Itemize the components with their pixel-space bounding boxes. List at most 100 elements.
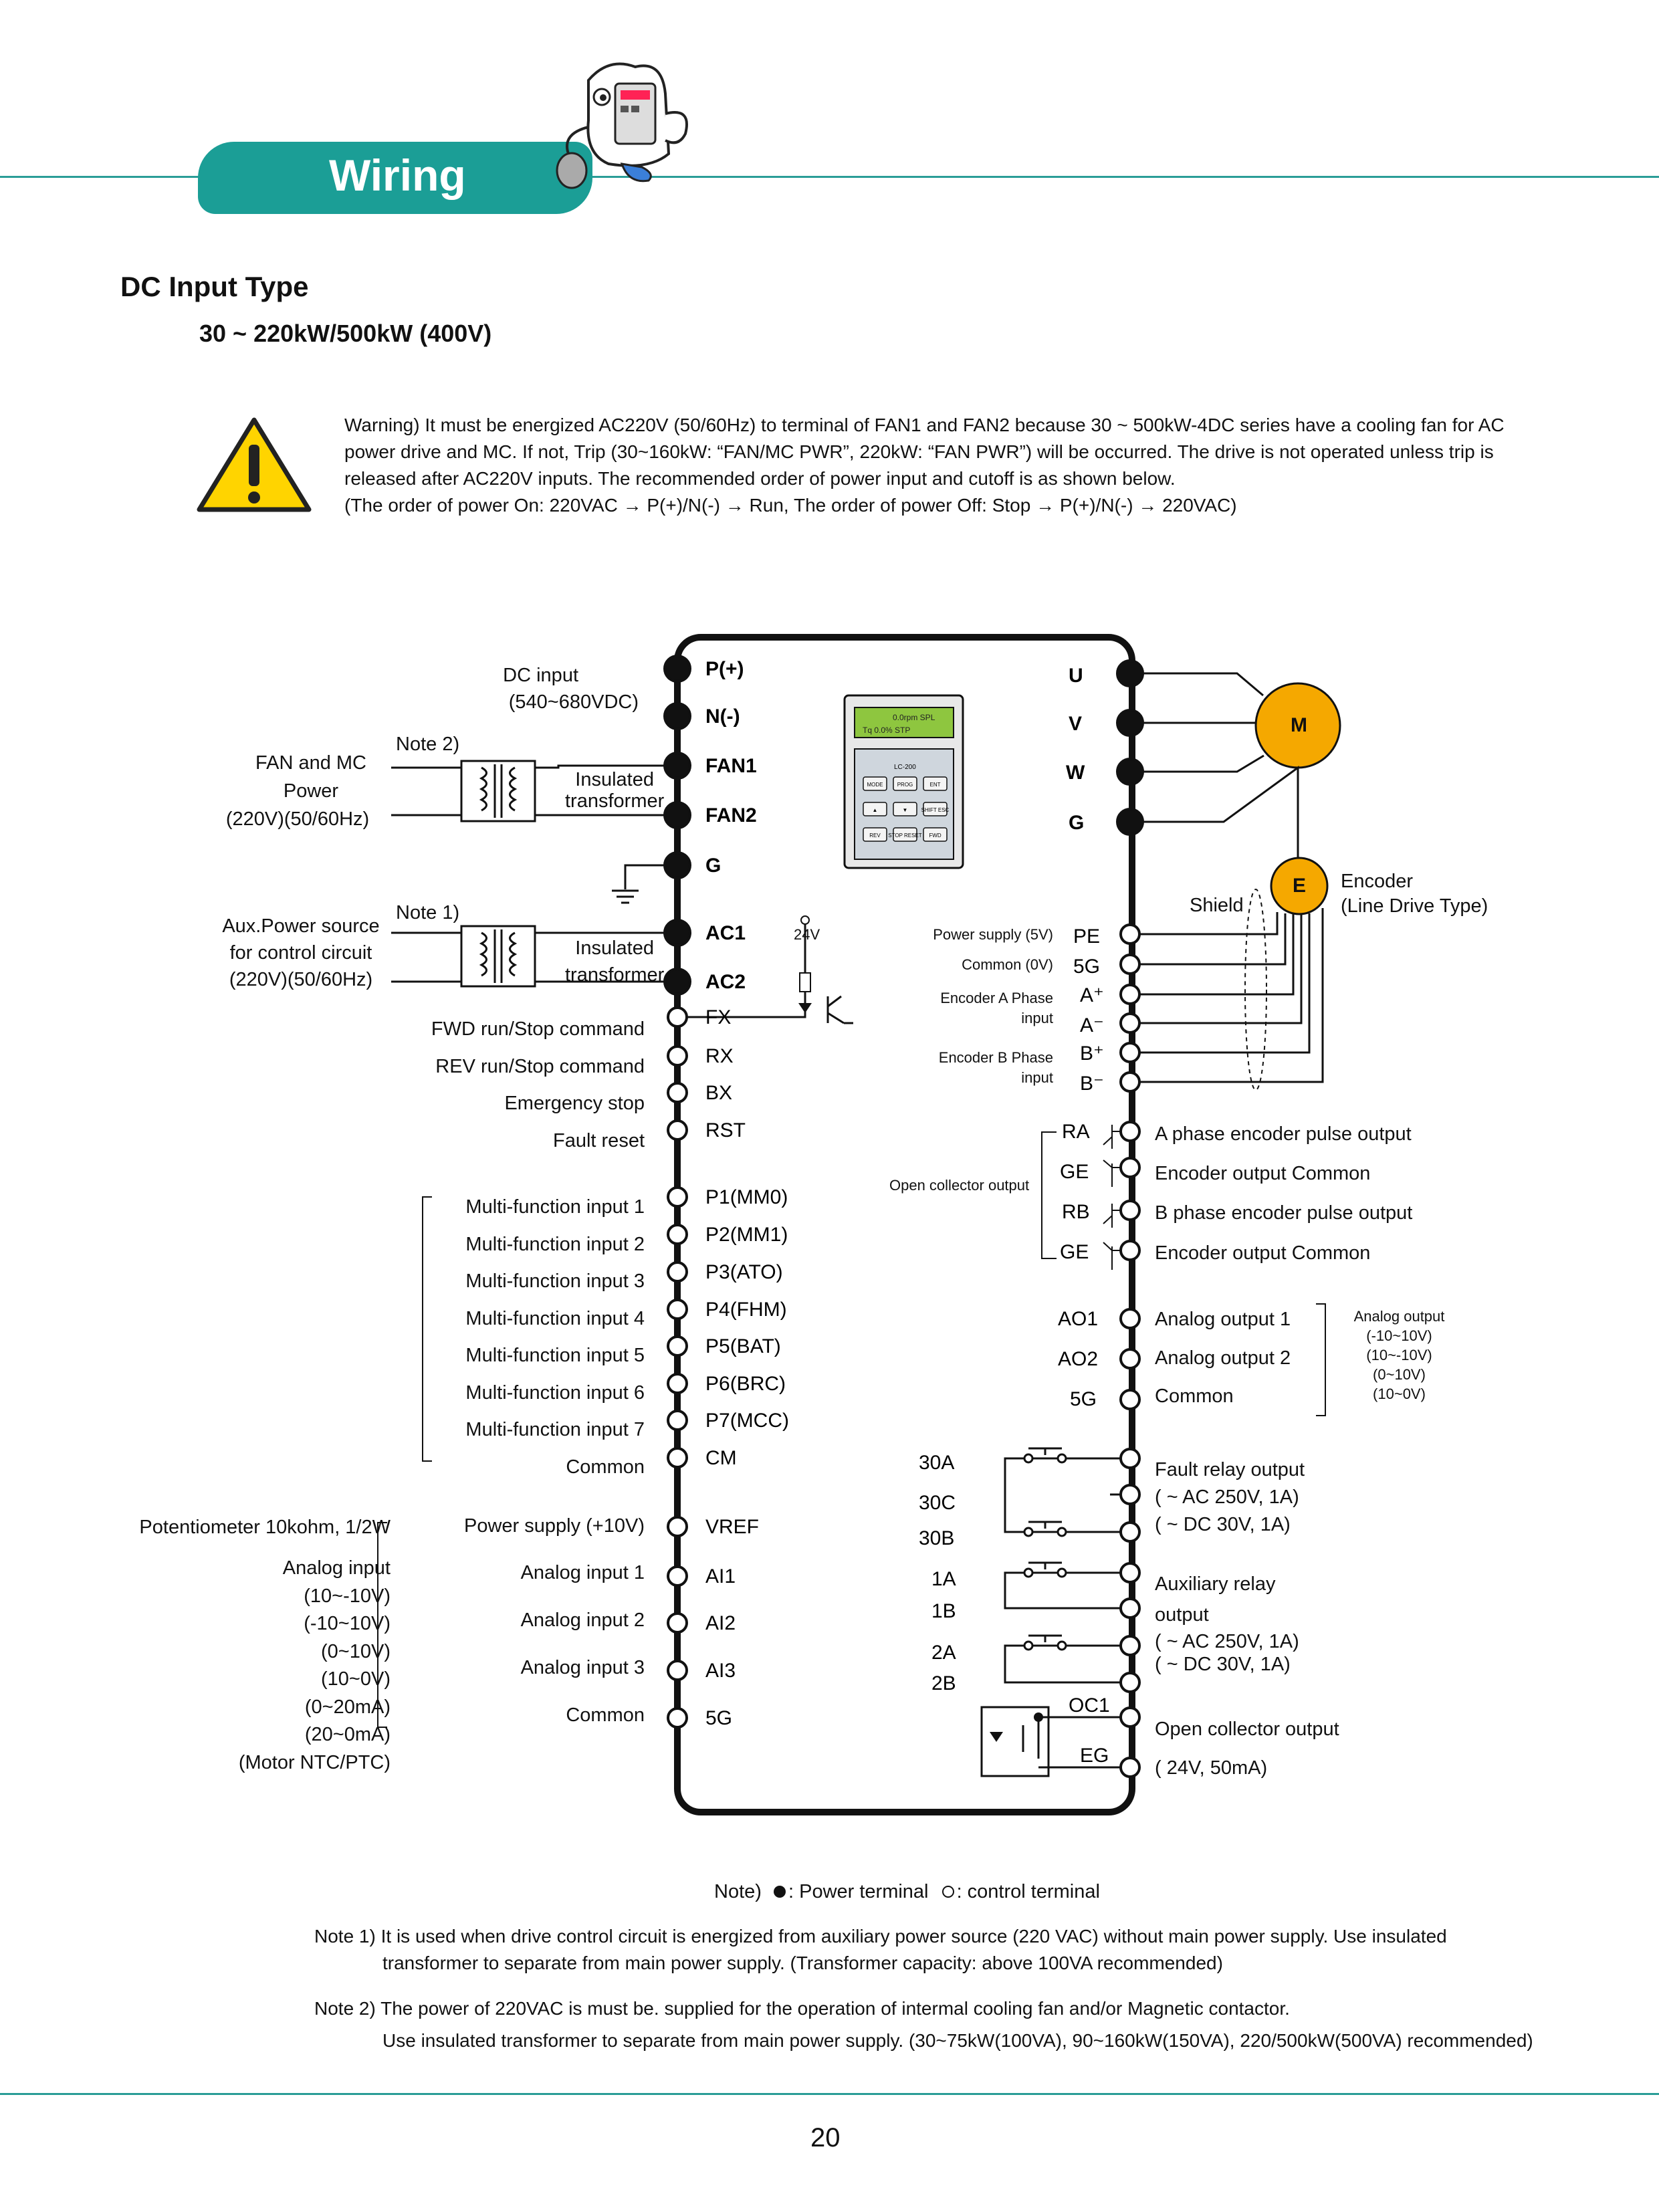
transformer-line: Insulated [575, 769, 654, 790]
fan-mc-line: Power [283, 780, 339, 802]
transformer-label-1: Insulated transformer [565, 769, 664, 812]
enc-output-common-label: Encoder output Common [1155, 1163, 1371, 1184]
terminal-label: G [1069, 812, 1084, 834]
multi-input-label: Multi-function input 6 [465, 1381, 645, 1404]
section-title: DC Input Type [120, 271, 309, 302]
note2: Note 2) The power of 220VAC is must be. … [314, 1993, 1533, 2057]
control-terminal [667, 1045, 688, 1067]
control-terminal [667, 1410, 688, 1431]
legend-prefix: Note) [714, 1881, 762, 1902]
keypad-key [863, 827, 887, 842]
encoder-line: (Line Drive Type) [1341, 895, 1488, 917]
left-terminals: P(+)N(-)FAN1FAN2GAC1AC2FXRXBXRSTP1(MM0)P… [663, 655, 789, 1729]
control-terminal [1119, 984, 1141, 1005]
terminal-label: BX [705, 1082, 732, 1104]
terminal-label: RST [705, 1119, 746, 1141]
control-terminal [1119, 1240, 1141, 1261]
terminal-label: 2A [931, 1642, 956, 1664]
multi-input-label: Multi-function input 2 [465, 1233, 645, 1255]
enc-a-input-label: input [1021, 1010, 1053, 1026]
control-terminal [1119, 1521, 1141, 1543]
fault-relay-line: ( ~ AC 250V, 1A) [1155, 1486, 1299, 1508]
terminal-label: 5G [705, 1707, 732, 1729]
keypad-key [893, 776, 917, 791]
terminal-label: A⁻ [1080, 1014, 1104, 1036]
potentiometer-label: Potentiometer 10kohm, 1/2W [139, 1517, 391, 1538]
terminal-label: AC1 [705, 922, 746, 944]
shield-label: Shield [1190, 895, 1244, 916]
multi-input-label: Multi-function input 4 [465, 1307, 645, 1329]
control-terminal [667, 1516, 688, 1537]
power-terminal-icon [773, 1886, 786, 1898]
fan-mc-power-label: FAN and MC Power (220V)(50/60Hz) [201, 749, 395, 833]
control-terminal [667, 1082, 688, 1103]
control-terminal [1119, 1672, 1141, 1693]
power-terminal [663, 752, 691, 780]
control-terminal [667, 1707, 688, 1729]
control-terminal [667, 1186, 688, 1208]
control-terminal [667, 1660, 688, 1681]
control-terminal [1119, 1706, 1141, 1728]
analog-input-3-label: Analog input 3 [520, 1657, 645, 1678]
aux-relay-line: ( ~ DC 30V, 1A) [1155, 1654, 1291, 1675]
fault-reset-label: Fault reset [553, 1130, 645, 1151]
terminal-label: P2(MM1) [705, 1224, 788, 1246]
header-rule [0, 176, 1659, 178]
keypad-key-label: ▼ [903, 807, 908, 813]
page-number: 20 [810, 2123, 841, 2152]
keypad-key [893, 827, 917, 842]
power-terminal [663, 851, 691, 879]
keypad-key-label: FWD [929, 833, 941, 839]
enc-a-label: Encoder A Phase [940, 990, 1053, 1006]
open-collector-output-label: Open collector output ( 24V, 50mA) [1155, 1710, 1339, 1787]
terminal-label: B⁻ [1080, 1073, 1104, 1095]
enc-b-label: Encoder B Phase [938, 1049, 1053, 1066]
warning-line: (The order of power On: 220VAC → P(+)/N(… [344, 495, 1237, 516]
enc-b-input-label: input [1021, 1069, 1053, 1086]
note2-line: Note 2) The power of 220VAC is must be. … [314, 1998, 1290, 2019]
b-phase-output-label: B phase encoder pulse output [1155, 1202, 1413, 1224]
keypad-model: LC-200 [894, 764, 916, 771]
analog-output-ranges: Analog output (-10~10V) (10~-10V) (0~10V… [1337, 1307, 1461, 1404]
range-line: (10~-10V) [304, 1585, 391, 1607]
section-tab: Wiring [198, 142, 592, 214]
control-terminal-icon [942, 1886, 954, 1898]
ao-range-line: (10~-10V) [1366, 1347, 1432, 1363]
keypad-key [923, 776, 948, 791]
oc-line: Open collector output [1155, 1719, 1339, 1740]
control-terminal [1119, 923, 1141, 945]
transformer-line: transformer [565, 964, 665, 986]
control-terminal [1119, 1308, 1141, 1329]
terminal-label: AI3 [705, 1660, 736, 1682]
keypad-key-label: MODE [867, 782, 883, 788]
warning-line: released after AC220V inputs. The recomm… [344, 468, 1176, 489]
power-terminal [663, 655, 691, 683]
analog-input-ranges: Analog input (10~-10V) (-10~10V) (0~10V)… [201, 1555, 391, 1777]
warning-line: Warning) It must be energized AC220V (50… [344, 415, 1505, 435]
control-terminal [1119, 1484, 1141, 1505]
range-line: (-10~10V) [304, 1613, 391, 1634]
range-line: Analog input [282, 1557, 391, 1579]
warning-text: Warning) It must be energized AC220V (50… [344, 412, 1659, 519]
motor-label: M [1291, 714, 1307, 736]
power-terminal [1116, 808, 1144, 836]
analog-output-common-label: Common [1155, 1386, 1234, 1407]
open-collector-label: Open collector output [889, 1177, 1030, 1194]
emergency-label: Emergency stop [504, 1093, 645, 1114]
terminal-label: VREF [705, 1516, 759, 1538]
terminal-label: RX [705, 1045, 734, 1067]
aux-relay-line: ( ~ AC 250V, 1A) [1155, 1631, 1299, 1652]
enc-output-common-label: Encoder output Common [1155, 1242, 1371, 1264]
terminal-label: PE [1073, 925, 1100, 948]
keypad-key-label: PROG [897, 782, 913, 788]
terminal-label: AC2 [705, 971, 746, 993]
control-terminal [1119, 954, 1141, 975]
note1-line: Note 1) It is used when drive control ci… [314, 1926, 1447, 1947]
ao-range-line: (-10~10V) [1366, 1327, 1432, 1344]
terminal-label: N(-) [705, 705, 740, 728]
footer-rule [0, 2093, 1659, 2095]
terminal-label: AO1 [1058, 1308, 1098, 1330]
power-terminal [1116, 758, 1144, 786]
